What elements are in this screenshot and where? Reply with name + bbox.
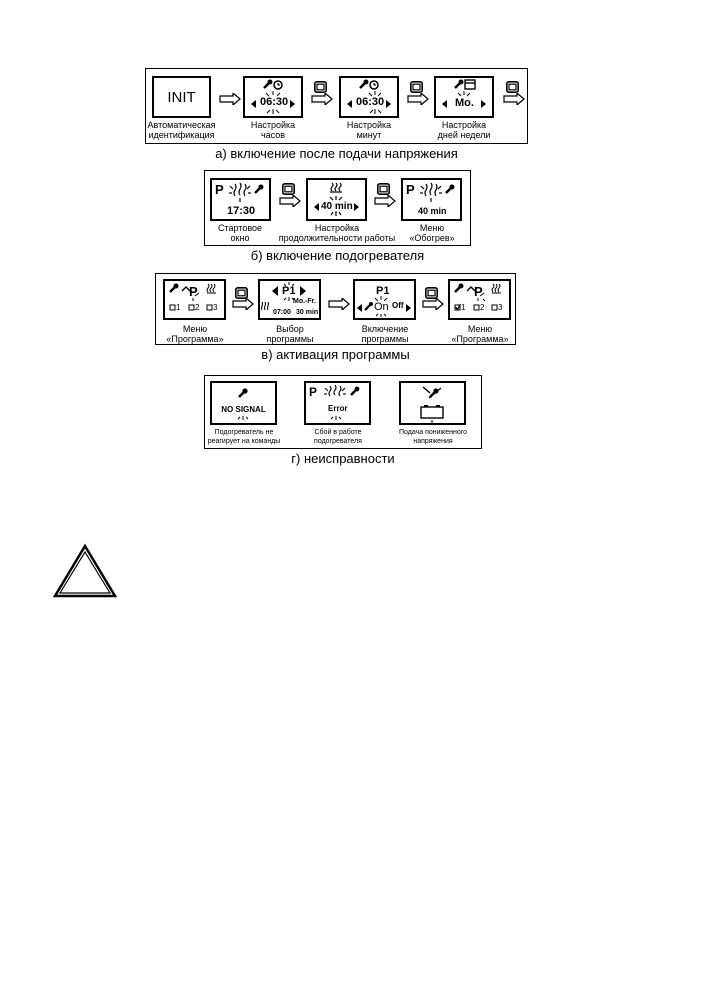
arrow-right-icon	[422, 298, 444, 310]
screen-program-menu: P 1 2 3	[163, 279, 226, 320]
screen-heating-menu: P 40 min	[401, 178, 462, 221]
screen-init: INIT	[152, 76, 211, 118]
subtitle-power-on: а) включение после подачи напряжения	[215, 146, 458, 161]
caption-program-menu-2: Меню «Программа»	[451, 324, 509, 344]
screen-set-minutes: 06:30	[339, 76, 399, 118]
caption-no-response: Подогреватель не реагирует на команды	[207, 429, 281, 445]
wrench-calendar-icon	[442, 79, 486, 108]
arrow-right-icon	[219, 93, 241, 105]
wrench-clock-icon	[347, 79, 391, 114]
svg-text:P: P	[406, 182, 415, 197]
svg-text:P: P	[474, 284, 483, 299]
no-signal-text: NO SIGNAL	[221, 405, 266, 414]
screen-no-signal: NO SIGNAL	[210, 381, 277, 425]
caption-program-select: Выбор программы	[266, 324, 314, 344]
arrow-right-icon	[374, 195, 396, 207]
heating-duration: 40 min	[418, 206, 447, 216]
menu-button-icon	[314, 81, 327, 93]
caption-set-minutes: Настройка минут	[346, 120, 392, 140]
init-text: INIT	[167, 89, 196, 106]
menu-button-icon	[377, 183, 390, 195]
caption-heating-menu: Меню «Обогрев»	[409, 223, 455, 243]
subtitle-heater-on: б) включение подогревателя	[250, 248, 425, 263]
caption-set-hours: Настройка часов	[250, 120, 296, 140]
off-label: Off	[392, 301, 404, 310]
caption-program-menu-1: Меню «Программа»	[166, 324, 224, 344]
heater-start-icon: P	[215, 182, 264, 202]
menu-button-icon	[506, 81, 519, 93]
program-menu-icon: P	[169, 283, 216, 311]
screen-program-select: P1 Mo.-Fr. 07:00 30 min	[258, 279, 321, 320]
program-time: 07:00	[273, 309, 291, 316]
wrench-icon	[237, 388, 249, 420]
svg-text:P: P	[189, 284, 198, 299]
subtitle-faults: г) неисправности	[291, 451, 395, 466]
heater-error-icon: P	[309, 384, 360, 420]
svg-text:P: P	[309, 385, 317, 399]
caption-low-voltage: Подача пониженного напряжения	[398, 429, 468, 445]
option-2: 2	[195, 303, 200, 312]
caption-set-duration: Настройка продолжительности работы	[278, 223, 396, 243]
svg-text:P: P	[215, 182, 224, 197]
option-1: 1	[176, 303, 181, 312]
heat-waves-icon	[314, 182, 359, 216]
menu-button-icon	[235, 287, 248, 299]
program-select-icon	[261, 282, 306, 311]
caption-program-enable: Включение программы	[361, 324, 409, 344]
arrow-right-icon	[279, 195, 301, 207]
caption-auto-id: Автоматическая идентификация	[147, 120, 216, 140]
heater-on-icon: P	[406, 182, 455, 202]
error-text: Error	[328, 404, 348, 413]
enable-program-name: P1	[376, 285, 390, 297]
minutes-value: 06:30	[356, 96, 385, 108]
hours-value: 06:30	[260, 96, 289, 108]
screen-start: P 17:30	[210, 178, 271, 221]
program-menu-icon: P	[454, 283, 501, 311]
program-name: P1	[282, 285, 296, 297]
screen-error: P Error	[304, 381, 371, 425]
screen-program-menu-active: P 1 2 3	[448, 279, 511, 320]
wrench-clock-icon	[251, 79, 295, 114]
arrow-right-icon	[503, 93, 525, 105]
arrow-right-icon	[407, 93, 429, 105]
option-2: 2	[480, 303, 485, 312]
arrow-right-icon	[311, 93, 333, 105]
weekday-value: Mo.	[455, 97, 474, 109]
caption-heater-fault: Сбой в работе подогревателя	[314, 429, 362, 445]
caption-set-weekday: Настройка дней недели	[437, 120, 491, 140]
option-1: 1	[461, 303, 466, 312]
option-3: 3	[213, 303, 218, 312]
warning-triangle-icon	[52, 543, 118, 598]
screen-low-voltage	[399, 381, 466, 425]
program-duration: 30 min	[296, 309, 319, 316]
menu-button-icon	[425, 287, 438, 299]
menu-button-icon	[410, 81, 423, 93]
option-3: 3	[498, 303, 503, 312]
screen-duration: 40 min	[306, 178, 367, 221]
arrow-right-icon	[328, 298, 350, 310]
arrow-right-icon	[232, 298, 254, 310]
screen-set-weekday: Mo.	[434, 76, 494, 118]
screen-set-hours: 06:30	[243, 76, 303, 118]
start-time: 17:30	[227, 205, 256, 217]
program-enable-icon	[357, 296, 411, 317]
duration-value: 40 min	[321, 201, 353, 212]
low-battery-icon	[420, 386, 444, 423]
subtitle-program-activation: в) активация программы	[261, 347, 410, 362]
screen-program-enable: P1 On Off	[353, 279, 416, 320]
on-label: On	[374, 301, 389, 313]
caption-start-window: Стартовое окно	[217, 223, 263, 243]
program-days: Mo.-Fr.	[293, 298, 316, 305]
menu-button-icon	[282, 183, 295, 195]
